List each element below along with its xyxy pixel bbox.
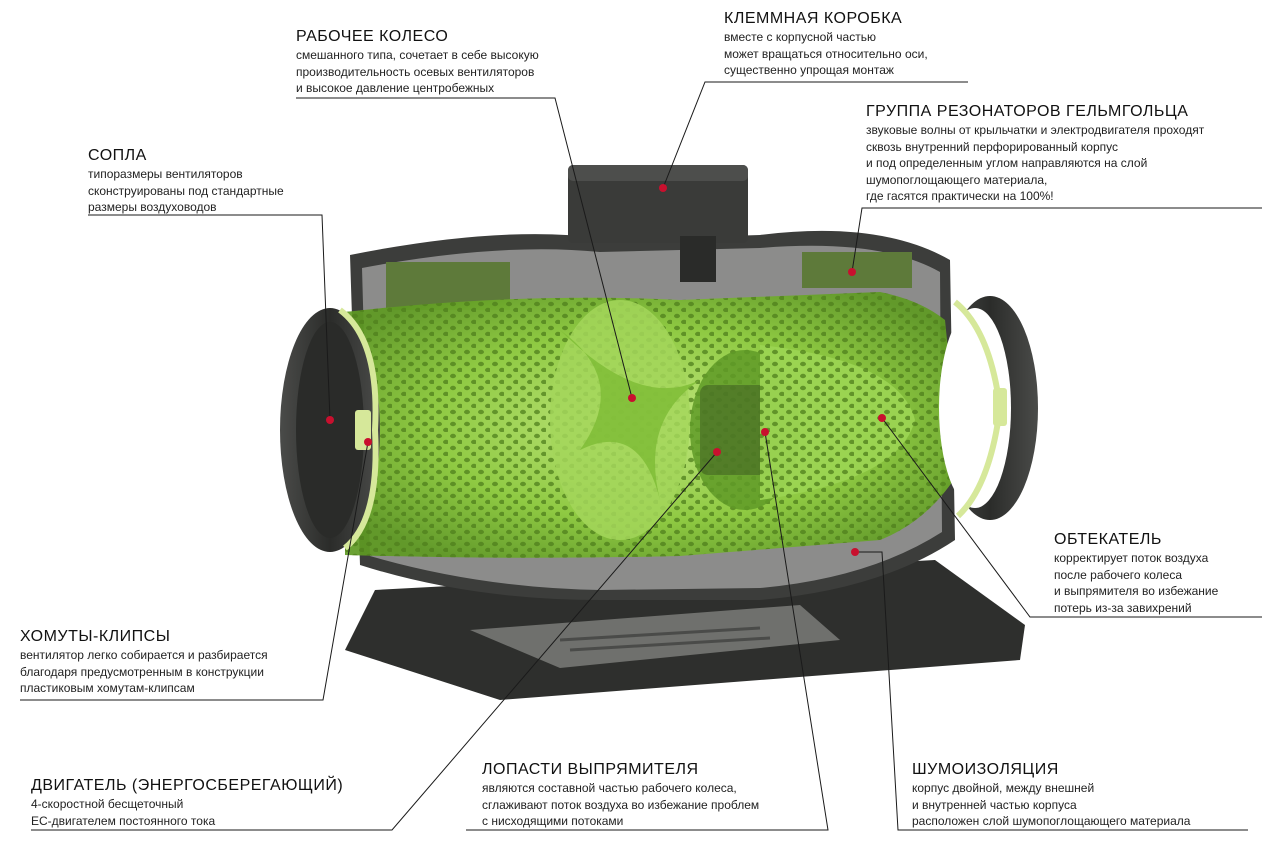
description-line: шумопоглощающего материала,: [866, 172, 1048, 187]
callout-description: корпус двойной, между внешней и внутренн…: [912, 780, 1190, 830]
description-line: сконструированы под стандартные: [88, 183, 284, 198]
description-line: и под определенным углом направляются на…: [866, 156, 1148, 170]
callout-title: КЛЕММНАЯ КОРОБКА: [724, 10, 903, 27]
description-line: после рабочего колеса: [1054, 567, 1183, 582]
description-line: может вращаться относительно оси,: [724, 46, 928, 61]
description-line: пластиковым хомутам-клипсам: [20, 681, 195, 695]
callout-description: корректирует поток воздуха после рабочег…: [1054, 550, 1218, 616]
leader-terminal-box: [662, 81, 968, 189]
description-line: и выпрямителя во избежание: [1054, 584, 1219, 598]
description-line: звуковые волны от крыльчатки и электродв…: [866, 123, 1205, 137]
callout-title: ДВИГАТЕЛЬ (ЭНЕРГОСБЕРЕГАЮЩИЙ): [31, 777, 344, 794]
leader-vanes: [466, 431, 829, 831]
callout-description: вентилятор легко собирается и разбираетс…: [20, 647, 268, 697]
description-line: где гасятся практически на 100%!: [866, 189, 1054, 203]
leader-fairing: [881, 417, 1262, 618]
leader-nozzles: [88, 214, 331, 421]
inner-perforated-body: [345, 292, 960, 558]
terminal-box: [568, 165, 748, 282]
marker-fairing: [878, 414, 886, 422]
callout-impeller: РАБОЧЕЕ КОЛЕСО смешанного типа, сочетает…: [296, 27, 539, 97]
marker-terminal-box: [659, 184, 667, 192]
description-line: корректирует поток воздуха: [1054, 551, 1209, 565]
callout-title: ЛОПАСТИ ВЫПРЯМИТЕЛЯ: [482, 761, 699, 778]
callout-title: ШУМОИЗОЛЯЦИЯ: [912, 761, 1059, 778]
callout-description: вместе с корпусной частью может вращатьс…: [724, 29, 928, 79]
callout-title: РАБОЧЕЕ КОЛЕСО: [296, 28, 449, 45]
description-line: с нисходящими потоками: [482, 814, 624, 828]
description-line: размеры воздуховодов: [88, 200, 217, 214]
callout-motor: ДВИГАТЕЛЬ (ЭНЕРГОСБЕРЕГАЮЩИЙ) 4-скоростн…: [31, 776, 343, 829]
marker-clamps: [364, 438, 372, 446]
marker-impeller: [628, 394, 636, 402]
callout-description: 4-скоростной бесщеточный EC-двигателем п…: [31, 796, 343, 829]
description-line: и внутренней частью корпуса: [912, 797, 1077, 812]
callout-description: смешанного типа, сочетает в себе высокую…: [296, 47, 539, 97]
callout-terminal-box: КЛЕММНАЯ КОРОБКА вместе с корпусной част…: [724, 9, 928, 79]
description-line: EC-двигателем постоянного тока: [31, 813, 216, 828]
marker-resonators: [848, 268, 856, 276]
description-line: сквозь внутренний перфорированный корпус: [866, 139, 1118, 154]
leader-motor: [31, 451, 718, 831]
callout-title: ГРУППА РЕЗОНАТОРОВ ГЕЛЬМГОЛЬЦА: [866, 103, 1189, 120]
marker-vanes: [761, 428, 769, 436]
description-line: потерь из-за завихрений: [1054, 600, 1192, 615]
description-line: расположен слой шумопоглощающего материа…: [912, 814, 1191, 828]
callout-description: являются составной частью рабочего колес…: [482, 780, 759, 830]
callout-description: звуковые волны от крыльчатки и электродв…: [866, 122, 1204, 205]
description-line: сглаживают поток воздуха во избежание пр…: [482, 797, 760, 812]
callout-title: ХОМУТЫ-КЛИПСЫ: [20, 628, 171, 645]
markers: [326, 184, 886, 556]
marker-insulation: [851, 548, 859, 556]
callout-title: СОПЛА: [88, 147, 147, 164]
description-line: 4-скоростной бесщеточный: [31, 797, 184, 811]
leader-insulation: [855, 551, 1248, 831]
callout-nozzles: СОПЛА типоразмеры вентиляторов сконструи…: [88, 146, 284, 216]
leader-clamps: [20, 441, 369, 701]
description-line: смешанного типа, сочетает в себе высокую: [296, 48, 539, 62]
description-line: существенно упрощая монтаж: [724, 63, 894, 77]
description-line: корпус двойной, между внешней: [912, 781, 1095, 795]
callout-resonators: ГРУППА РЕЗОНАТОРОВ ГЕЛЬМГОЛЬЦА звуковые …: [866, 102, 1204, 205]
description-line: типоразмеры вентиляторов: [88, 167, 243, 181]
leader-resonators: [851, 207, 1262, 273]
description-line: вместе с корпусной частью: [724, 30, 876, 44]
callout-title: ОБТЕКАТЕЛЬ: [1054, 531, 1162, 548]
left-nozzle: [280, 307, 380, 552]
callout-insulation: ШУМОИЗОЛЯЦИЯ корпус двойной, между внешн…: [912, 760, 1190, 830]
callout-description: типоразмеры вентиляторов сконструированы…: [88, 166, 284, 216]
marker-nozzles: [326, 416, 334, 424]
description-line: являются составной частью рабочего колес…: [482, 781, 737, 795]
right-nozzle: [939, 296, 1038, 520]
marker-motor: [713, 448, 721, 456]
description-line: и высокое давление центробежных: [296, 81, 495, 95]
leader-impeller: [296, 97, 633, 399]
description-line: производительность осевых вентиляторов: [296, 64, 535, 79]
leader-lines: [20, 81, 1262, 831]
description-line: благодаря предусмотренным в конструкции: [20, 664, 264, 679]
callout-fairing: ОБТЕКАТЕЛЬ корректирует поток воздуха по…: [1054, 530, 1218, 616]
callout-vanes: ЛОПАСТИ ВЫПРЯМИТЕЛЯ являются составной ч…: [482, 760, 759, 830]
description-line: вентилятор легко собирается и разбираетс…: [20, 648, 268, 662]
callout-clamps: ХОМУТЫ-КЛИПСЫ вентилятор легко собираетс…: [20, 627, 268, 697]
